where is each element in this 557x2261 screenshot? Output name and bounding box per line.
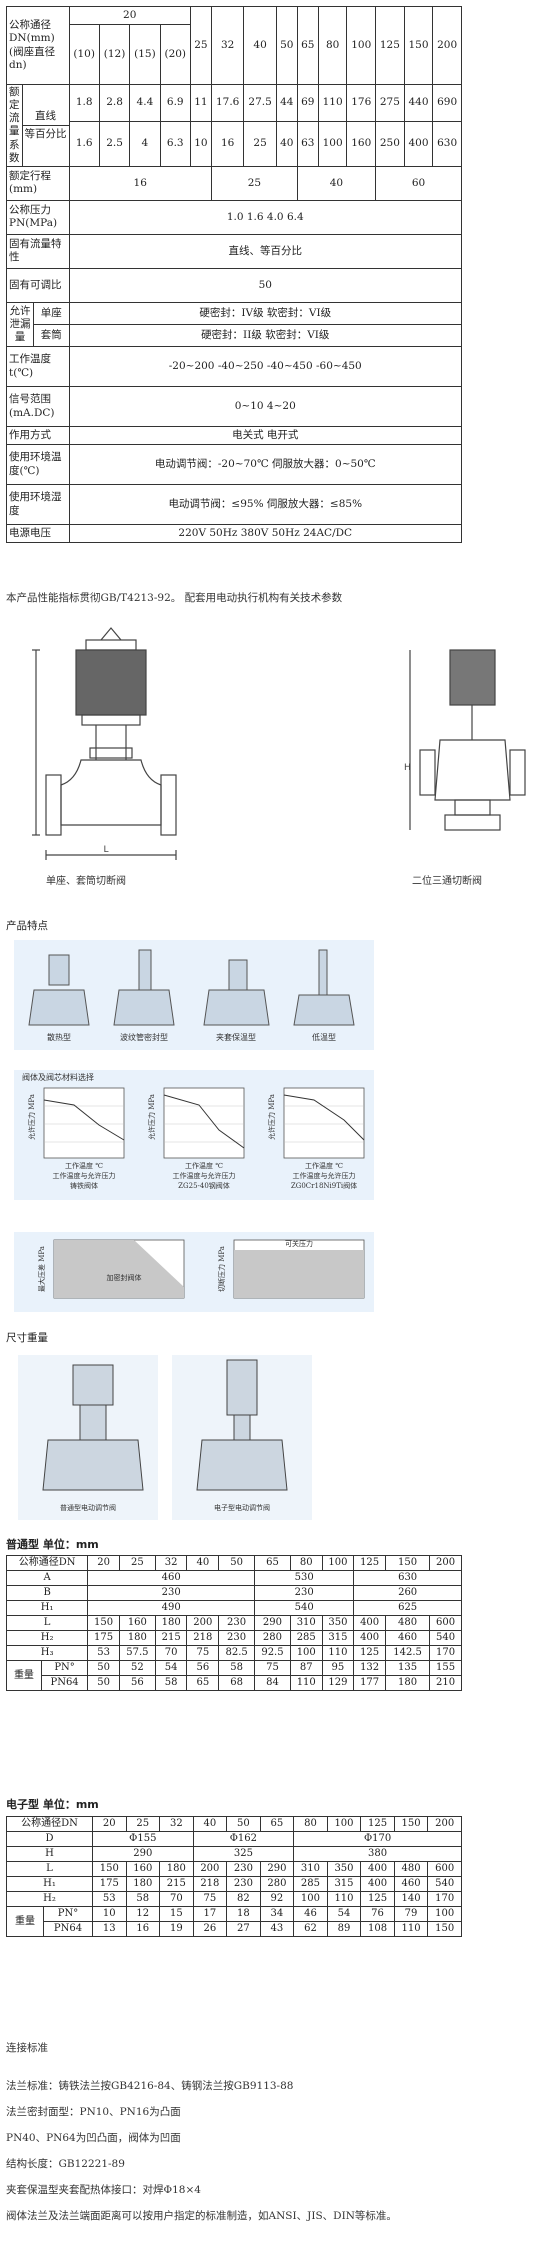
svg-text:工作温度 ℃: 工作温度 ℃	[305, 1161, 343, 1170]
dn-20: 20	[68, 6, 191, 25]
svg-text:切断压力 MPa: 切断压力 MPa	[217, 1246, 226, 1292]
table2-title: 电子型 单位：mm	[6, 1798, 99, 1811]
pressure-charts: 加密封阀体 可关压力 最大压差 MPa 切断压力 MPa	[14, 1232, 374, 1312]
svg-text:可关压力: 可关压力	[285, 1239, 313, 1248]
three-way-caption: 二位三通切断阀	[412, 876, 482, 887]
svg-text:ZG25-40钢阀体: ZG25-40钢阀体	[178, 1181, 230, 1190]
features-image: 散热型 波纹管密封型 夹套保温型 低温型	[14, 940, 374, 1050]
features-title: 产品特点	[6, 920, 48, 932]
material-charts: 阀体及阀芯材料选择 允许压力 MPa 允许压力 MPa 允许压力 MPa 工作温…	[14, 1070, 374, 1200]
kv-label: 额定流量系数	[7, 85, 23, 166]
spec-table: 公称通径DN(mm)(阀座直径dn) 20 25 32 40 50 65 80 …	[6, 6, 462, 543]
svg-text:最大压差 MPa: 最大压差 MPa	[37, 1246, 46, 1292]
feat-cap-3: 低温型	[312, 1032, 336, 1042]
svg-text:工作温度与允许压力: 工作温度与允许压力	[53, 1171, 116, 1180]
dn-label: 公称通径DN(mm)(阀座直径dn)	[6, 6, 70, 85]
dims-image-2: 电子型电动调节阀	[172, 1355, 312, 1520]
std-line-4: 夹套保温型夹套配热体接口：对焊Φ18×4	[6, 2184, 201, 2196]
feat-cap-1: 波纹管密封型	[120, 1032, 168, 1042]
svg-text:允许压力 MPa: 允许压力 MPa	[147, 1094, 156, 1140]
svg-text:工作温度 ℃: 工作温度 ℃	[65, 1161, 103, 1170]
svg-text:H: H	[404, 763, 411, 773]
leak-row: 允许泄漏量 单座 套筒 硬密封：IV级 软密封：VI级	[6, 301, 462, 348]
dims-image-1: 普通型电动调节阀	[18, 1355, 158, 1520]
svg-text:普通型电动调节阀: 普通型电动调节阀	[60, 1503, 116, 1512]
svg-text:允许压力 MPa: 允许压力 MPa	[27, 1094, 36, 1140]
valve-drawing-icon: L	[32, 627, 177, 860]
std-line-3: 结构长度：GB12221-89	[6, 2158, 125, 2170]
std-line-2: PN40、PN64为凹凸面，阀体为凹面	[6, 2132, 181, 2144]
charts-title: 阀体及阀芯材料选择	[22, 1072, 94, 1082]
svg-text:加密封阀体: 加密封阀体	[107, 1273, 142, 1282]
svg-text:铸铁阀体: 铸铁阀体	[70, 1181, 98, 1190]
feat-cap-0: 散热型	[47, 1032, 71, 1042]
svg-text:L: L	[103, 845, 108, 855]
single-seat-caption: 单座、套筒切断阀	[46, 876, 126, 887]
feat-cap-2: 夹套保温型	[216, 1032, 256, 1042]
svg-text:允许压力 MPa: 允许压力 MPa	[267, 1094, 276, 1140]
svg-text:工作温度与允许压力: 工作温度与允许压力	[293, 1171, 356, 1180]
stroke-row: 额定行程(mm) 16 25 40 60	[6, 165, 462, 201]
svg-text:电子型电动调节阀: 电子型电动调节阀	[214, 1503, 270, 1512]
svg-text:工作温度 ℃: 工作温度 ℃	[185, 1161, 223, 1170]
single-seat-valve-drawing: L	[16, 620, 196, 870]
dims-title: 尺寸重量	[6, 1332, 48, 1344]
std-title: 连接标准	[6, 2042, 48, 2054]
svg-text:ZG0Cr18Ni9Ti阀体: ZG0Cr18Ni9Ti阀体	[291, 1181, 357, 1190]
three-way-valve-drawing: H	[400, 640, 540, 860]
std-line-0: 法兰标准：铸铁法兰按GB4216-84、铸钢法兰按GB9113-88	[6, 2080, 294, 2092]
spec-note: 本产品性能指标贯彻GB/T4213-92。 配套用电动执行机构有关技术参数	[6, 592, 343, 604]
std-line-1: 法兰密封面型：PN10、PN16为凸面	[6, 2106, 181, 2118]
std-line-5: 阀体法兰及法兰端面距离可以按用户指定的标准制造，如ANSI、JIS、DIN等标准…	[6, 2210, 397, 2222]
table1-title: 普通型 单位：mm	[6, 1538, 99, 1551]
svg-text:工作温度与允许压力: 工作温度与允许压力	[173, 1171, 236, 1180]
